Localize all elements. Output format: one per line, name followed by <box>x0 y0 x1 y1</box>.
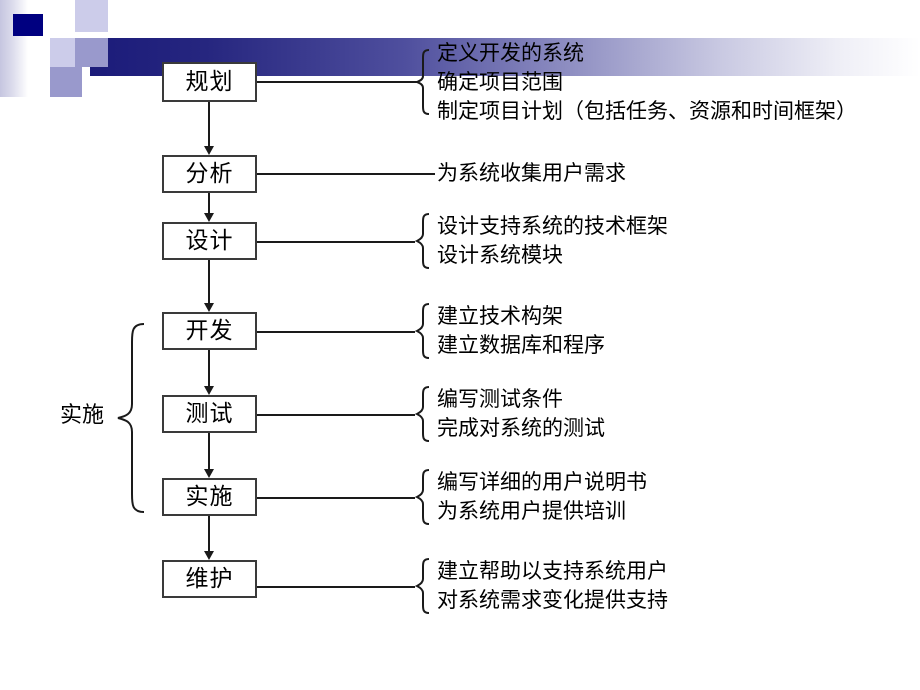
flow-box-development[interactable]: 开发 <box>162 312 257 350</box>
annotation-design-lines: 设计支持系统的技术框架 设计系统模块 <box>431 212 668 270</box>
connector-analysis-to-design <box>208 193 210 213</box>
brace-icon-testing <box>415 385 431 443</box>
group-label-implementation-phase: 实施 <box>60 405 104 427</box>
flow-box-analysis[interactable]: 分析 <box>162 155 257 193</box>
annotation-line: 编写详细的用户说明书 <box>437 470 647 494</box>
flow-box-design[interactable]: 设计 <box>162 222 257 260</box>
annotation-line: 对系统需求变化提供支持 <box>437 588 668 612</box>
annotation-line: 为系统收集用户需求 <box>437 161 626 185</box>
flow-box-implementation-label: 实施 <box>185 483 234 510</box>
connector-implementation-to-maintenance <box>208 516 210 551</box>
annotation-implementation-lines: 编写详细的用户说明书 为系统用户提供培训 <box>431 468 647 526</box>
leader-line-testing <box>257 414 415 416</box>
flow-box-development-label: 开发 <box>185 317 234 344</box>
arrowhead-maintenance <box>204 551 214 560</box>
arrowhead-development <box>204 303 214 312</box>
annotation-design: 设计支持系统的技术框架 设计系统模块 <box>415 212 668 270</box>
arrowhead-implementation <box>204 469 214 478</box>
arrowhead-analysis <box>204 146 214 155</box>
brace-icon-implementation-phase <box>116 322 146 518</box>
connector-testing-to-implementation <box>208 433 210 469</box>
annotation-line: 设计支持系统的技术框架 <box>437 214 668 238</box>
annotation-maintenance: 建立帮助以支持系统用户 对系统需求变化提供支持 <box>415 557 668 615</box>
brace-icon-maintenance <box>415 557 431 615</box>
annotation-line: 制定项目计划（包括任务、资源和时间框架） <box>437 98 857 123</box>
leader-line-design <box>257 241 415 243</box>
flow-box-planning-label: 规划 <box>185 68 234 95</box>
connector-planning-to-analysis <box>208 102 210 146</box>
arrowhead-design <box>204 213 214 222</box>
annotation-line: 编写测试条件 <box>437 387 563 411</box>
annotation-line: 设计系统模块 <box>437 243 563 267</box>
flow-box-design-label: 设计 <box>185 227 234 254</box>
annotation-development-lines: 建立技术构架 建立数据库和程序 <box>431 302 605 360</box>
flow-box-analysis-label: 分析 <box>185 160 234 187</box>
header-square-mid-2 <box>50 67 82 97</box>
header-square-light-1 <box>75 0 108 32</box>
annotation-line: 建立技术构架 <box>437 304 563 328</box>
flow-box-maintenance-label: 维护 <box>185 565 234 592</box>
flow-box-planning[interactable]: 规划 <box>162 62 257 102</box>
header-square-dark-overlay <box>13 14 43 36</box>
connector-development-to-testing <box>208 350 210 386</box>
leader-line-analysis <box>257 173 435 175</box>
annotation-line: 确定项目范围 <box>437 69 563 94</box>
annotation-testing: 编写测试条件 完成对系统的测试 <box>415 385 605 443</box>
brace-icon-implementation <box>415 468 431 526</box>
flow-box-implementation[interactable]: 实施 <box>162 478 257 516</box>
flow-box-testing-label: 测试 <box>185 400 234 427</box>
group-label-text: 实施 <box>60 403 105 428</box>
annotation-implementation: 编写详细的用户说明书 为系统用户提供培训 <box>415 468 647 526</box>
leader-line-planning <box>257 81 417 83</box>
annotation-testing-lines: 编写测试条件 完成对系统的测试 <box>431 385 605 443</box>
flow-box-maintenance[interactable]: 维护 <box>162 560 257 598</box>
annotation-analysis: 为系统收集用户需求 <box>437 159 626 188</box>
annotation-line: 完成对系统的测试 <box>437 416 605 440</box>
annotation-planning: 定义开发的系统 确定项目范围 制定项目计划（包括任务、资源和时间框架） <box>415 41 857 123</box>
leader-line-maintenance <box>257 586 415 588</box>
annotation-line: 定义开发的系统 <box>437 40 584 65</box>
annotation-line: 建立数据库和程序 <box>437 333 605 357</box>
header-square-mid-1 <box>75 38 108 67</box>
annotation-maintenance-lines: 建立帮助以支持系统用户 对系统需求变化提供支持 <box>431 557 668 615</box>
annotation-planning-lines: 定义开发的系统 确定项目范围 制定项目计划（包括任务、资源和时间框架） <box>431 39 857 126</box>
connector-design-to-development <box>208 260 210 303</box>
arrowhead-testing <box>204 386 214 395</box>
annotation-line: 为系统用户提供培训 <box>437 499 626 523</box>
flow-box-testing[interactable]: 测试 <box>162 395 257 433</box>
annotation-line: 建立帮助以支持系统用户 <box>437 559 668 583</box>
brace-icon-planning <box>415 48 431 116</box>
annotation-development: 建立技术构架 建立数据库和程序 <box>415 302 605 360</box>
leader-line-implementation <box>257 497 415 499</box>
brace-icon-development <box>415 302 431 360</box>
brace-icon-design <box>415 212 431 270</box>
leader-line-development <box>257 331 415 333</box>
